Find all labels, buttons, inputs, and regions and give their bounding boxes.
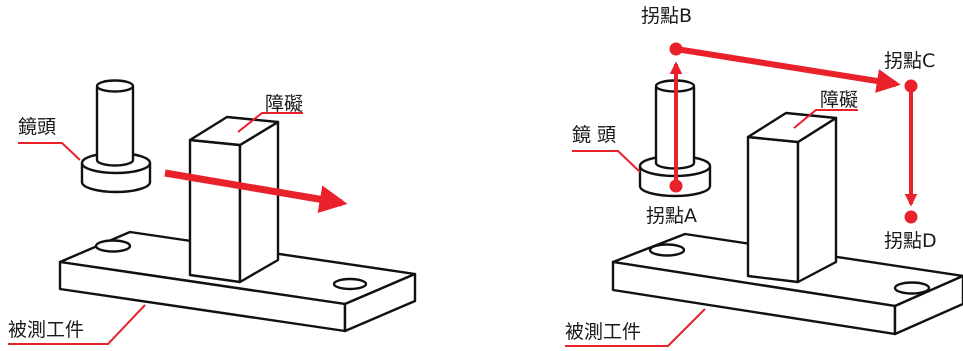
left-lens-leader — [18, 142, 81, 161]
left-workpiece-leader — [8, 304, 146, 345]
left-obstacle-label: 障礙 — [265, 93, 303, 115]
point-d-dot — [904, 210, 918, 224]
right-obstacle — [746, 111, 838, 284]
left-lens-label: 鏡頭 — [18, 116, 56, 138]
right-hole-1 — [648, 243, 686, 257]
left-obstacle-leader — [237, 112, 303, 133]
left-figure: 鏡頭 障礙 被測工件 — [8, 79, 417, 345]
right-lens-leader — [572, 150, 641, 173]
right-obstacle-leader — [793, 109, 858, 129]
left-hole-1 — [94, 239, 132, 253]
point-c-dot — [904, 79, 918, 93]
right-lens-label: 鏡 頭 — [572, 124, 616, 146]
left-workpiece-label: 被測工件 — [8, 319, 84, 341]
point-a-dot — [669, 179, 683, 193]
right-workpiece-leader — [565, 308, 706, 347]
point-c-label: 拐點C — [884, 50, 935, 72]
path-b-to-c — [675, 46, 901, 93]
right-obstacle-label: 障礙 — [820, 89, 858, 111]
right-hole-2 — [893, 281, 931, 295]
point-b-label: 拐點B — [641, 5, 692, 27]
point-a-label: 拐點A — [646, 205, 697, 227]
left-lens — [80, 79, 152, 194]
left-obstacle — [188, 115, 280, 284]
point-d-label: 拐點D — [884, 230, 937, 252]
right-workpiece-label: 被測工件 — [565, 321, 641, 343]
left-hole-2 — [332, 277, 368, 291]
point-b-dot — [669, 42, 683, 56]
right-figure: 拐點A 拐點B 拐點C 拐點D 鏡 頭 障礙 被測工件 — [565, 5, 963, 347]
left-move-arrow — [164, 169, 348, 214]
